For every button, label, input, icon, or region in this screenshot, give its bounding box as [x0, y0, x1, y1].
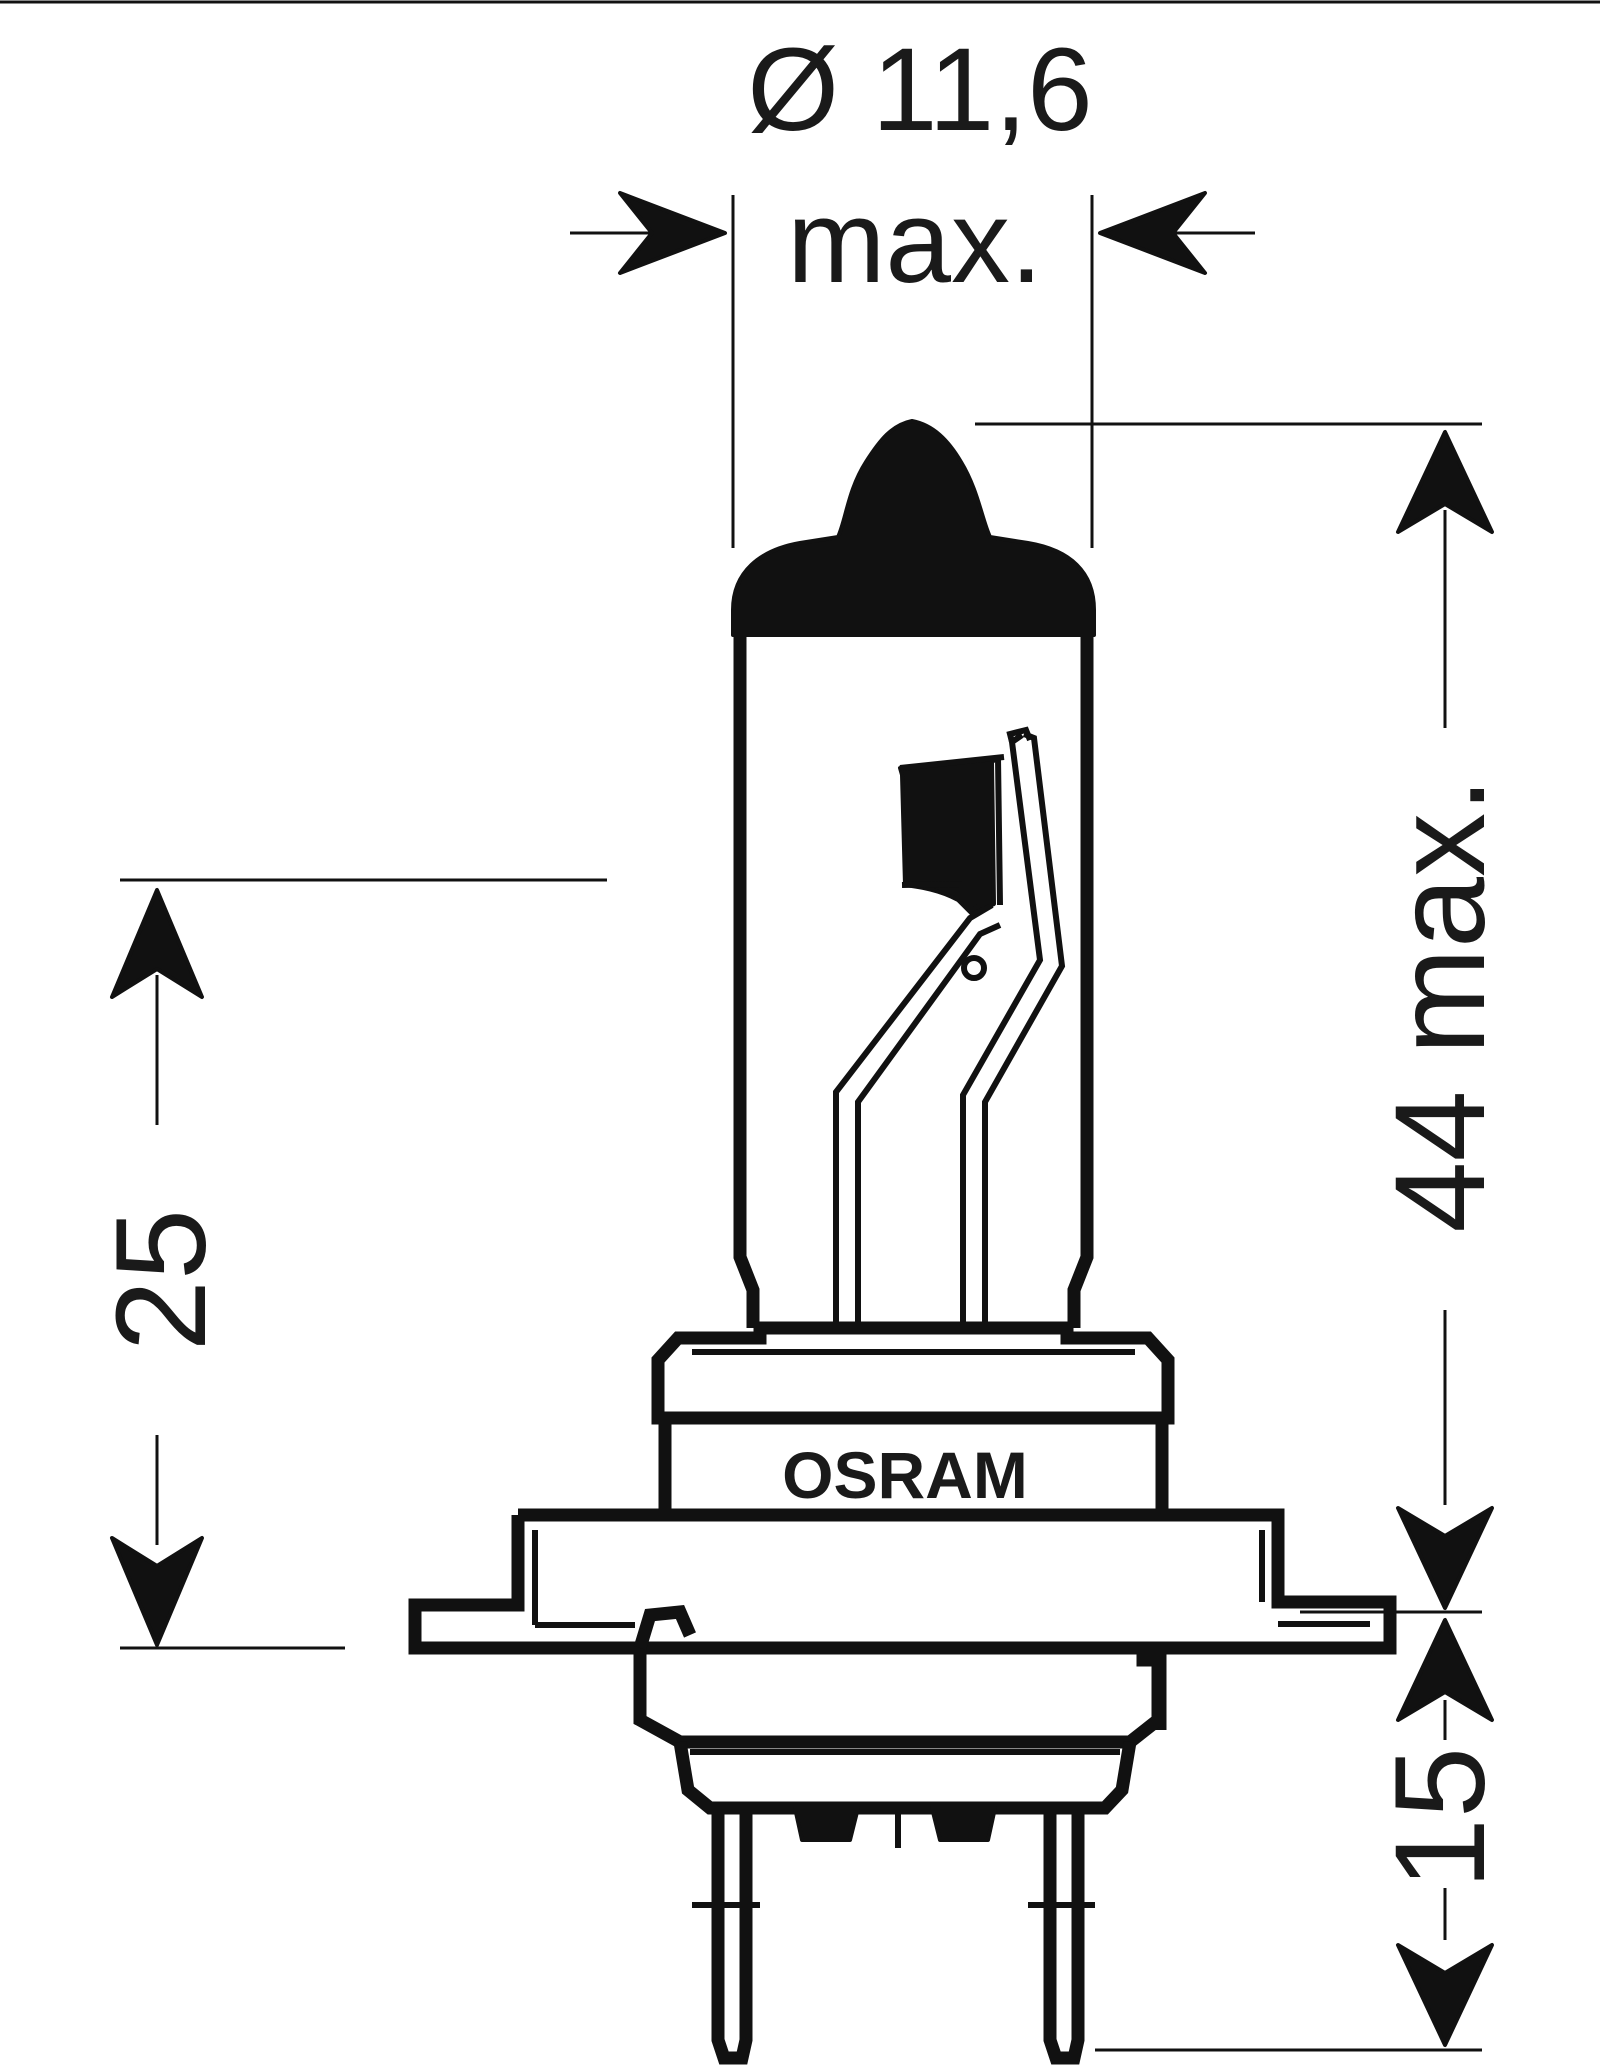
key-tab	[633, 1605, 696, 1650]
filament-support	[899, 754, 1005, 907]
base-height-bottom-arrowhead	[1396, 1943, 1494, 2047]
left-lead-wire-inner	[855, 922, 1002, 1328]
bulb-black-tip	[731, 419, 1096, 637]
diameter-max-label: max.	[787, 176, 1043, 308]
glass-capsule	[733, 633, 1094, 1328]
contact-pin-left	[711, 1808, 753, 2065]
diameter-value-label: Ø 11,6	[747, 24, 1092, 156]
reference-top-arrowhead	[110, 888, 204, 999]
diameter-dimension: Ø 11,6 max.	[570, 24, 1255, 548]
diameter-left-arrowhead	[618, 191, 727, 275]
length-bottom-arrowhead	[1396, 1506, 1494, 1610]
filament-bead	[961, 955, 987, 981]
socket-lug-left	[793, 1806, 860, 1842]
base-height-value-label: 15	[1369, 1747, 1512, 1889]
brand-label: OSRAM	[782, 1438, 1028, 1512]
reference-height-dimension: 25	[90, 878, 607, 1650]
lower-housing	[633, 1641, 1165, 1749]
reference-bottom-arrowhead	[110, 1536, 204, 1647]
overall-length-dimension: 44 max.	[975, 422, 1512, 1614]
socket-lug-right	[930, 1806, 997, 1842]
right-lead-wire-top	[1006, 726, 1033, 743]
filament-coil	[898, 756, 1000, 916]
upper-collar	[651, 1321, 1175, 1425]
filament	[898, 754, 1005, 981]
reference-value-label: 25	[90, 1209, 233, 1351]
base-height-top-arrowhead	[1396, 1618, 1494, 1722]
bulb-base: OSRAM	[408, 1321, 1397, 2065]
contact-pin-right	[1043, 1808, 1085, 2065]
length-value-label: 44 max.	[1369, 777, 1512, 1232]
length-top-arrowhead	[1396, 430, 1494, 534]
base-height-dimension: 15	[1095, 1618, 1512, 2052]
diameter-right-arrowhead	[1098, 191, 1207, 275]
right-lead-wire-outer	[960, 732, 1044, 1328]
plug-socket-body	[673, 1740, 1137, 1815]
halogen-bulb	[731, 419, 1096, 1328]
